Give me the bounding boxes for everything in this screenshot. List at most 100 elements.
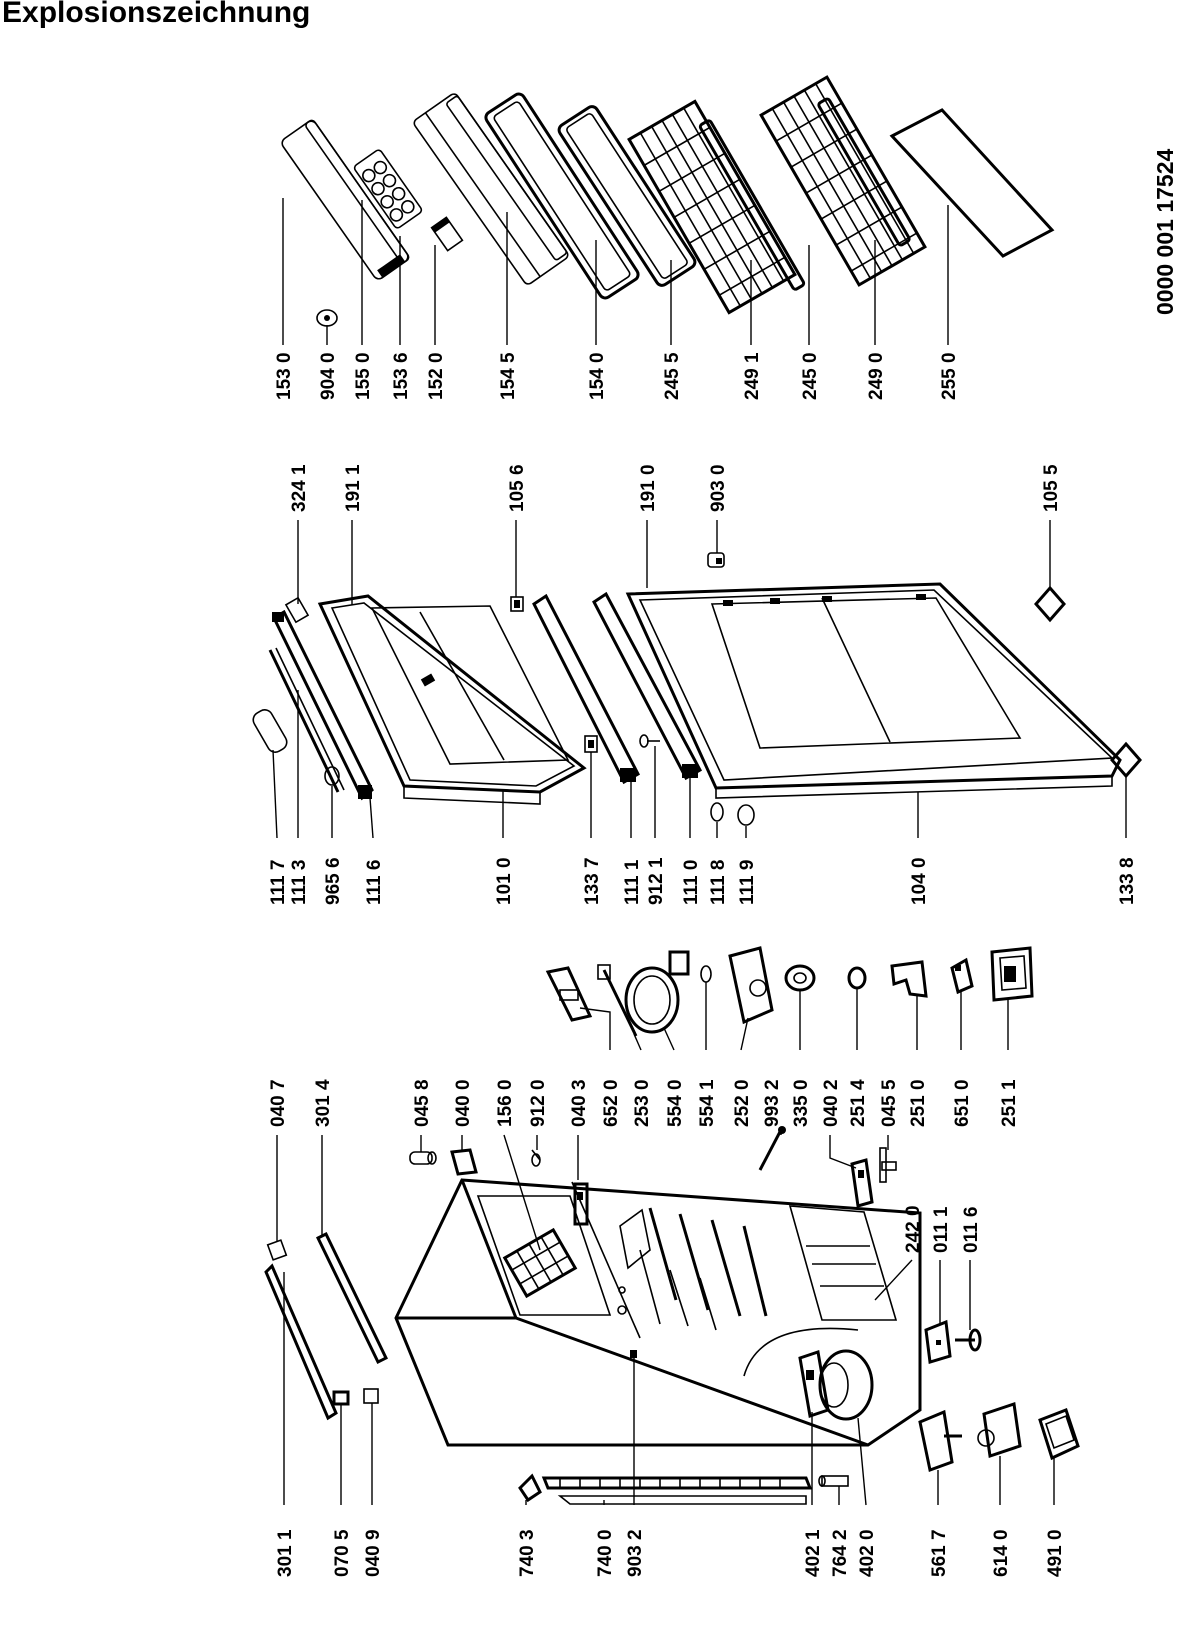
label-155-0: 155 0 [353, 352, 374, 400]
switch-651-0 [950, 957, 974, 995]
starter-614-0 [977, 1402, 1022, 1458]
foot-011-1 [924, 1319, 952, 1364]
shelf-strip-249-1 [698, 119, 806, 291]
door-shelf-154-0 [557, 105, 697, 287]
cabinet-assembly [264, 1126, 982, 1505]
light-box-040-3 [573, 1182, 589, 1226]
cap-111-7 [252, 709, 288, 753]
label-251-0: 251 0 [908, 1079, 929, 1127]
label-253-0: 253 0 [632, 1079, 653, 1127]
label-111-3: 111 3 [289, 860, 310, 905]
strip-301-4 [316, 1231, 388, 1365]
label-191-1: 191 1 [343, 464, 364, 512]
screw-912-0 [531, 1149, 541, 1167]
label-191-0: 191 0 [638, 464, 659, 512]
label-554-1: 554 1 [697, 1079, 718, 1127]
plug-111-8 [710, 802, 724, 822]
label-011-1: 011 1 [931, 1206, 952, 1253]
label-070-5: 070 5 [332, 1529, 353, 1577]
label-740-3: 740 3 [517, 1529, 538, 1577]
bracket-251-0 [890, 960, 928, 998]
label-903-2: 903 2 [625, 1529, 646, 1577]
hinge-cover-133-8 [1110, 741, 1142, 779]
label-111-6: 111 6 [364, 860, 385, 905]
condenser-740-0 [541, 1476, 813, 1505]
block-040-7 [266, 1239, 288, 1261]
handle-111-6 [272, 609, 374, 801]
label-912-0: 912 0 [528, 1079, 549, 1127]
screw-912-1 [639, 734, 660, 748]
electrical-parts [545, 946, 1080, 1473]
strip-111-3 [268, 649, 340, 793]
label-154-5: 154 5 [498, 352, 519, 400]
cable-993-2 [758, 1127, 784, 1171]
cabinet-body [394, 1178, 922, 1447]
page-title: Explosionszeichnung [2, 0, 311, 29]
label-903-0: 903 0 [708, 464, 729, 512]
part-070-5 [332, 1390, 350, 1406]
bulb-554-1 [700, 965, 712, 983]
label-652-0: 652 0 [601, 1079, 622, 1127]
label-251-1: 251 1 [999, 1079, 1020, 1127]
pin-045-5 [879, 1147, 897, 1183]
label-245-5: 245 5 [662, 352, 683, 400]
label-965-6: 965 6 [323, 857, 344, 905]
door-shelf-152-0 [413, 93, 569, 285]
glass-plate-255-0 [889, 108, 1055, 258]
label-614-0: 614 0 [991, 1529, 1012, 1577]
connector-561-7 [918, 1409, 962, 1473]
bracket-040-2 [850, 1158, 874, 1208]
label-245-0: 245 0 [800, 352, 821, 400]
label-554-0: 554 0 [665, 1079, 686, 1127]
thermostat-652-0 [545, 966, 593, 1022]
wire-shelf-245-5 [627, 99, 797, 315]
hinge-105-5 [1034, 585, 1066, 623]
evaporator-156-0 [502, 1227, 578, 1299]
label-111-1: 111 1 [622, 859, 643, 905]
document-number: 0000 001 17524 [1152, 149, 1178, 315]
label-324-1: 324 1 [289, 464, 310, 512]
label-101-0: 101 0 [494, 857, 515, 905]
label-152-0: 152 0 [426, 352, 447, 400]
egg-tray-155-0 [353, 149, 423, 229]
label-252-0: 252 0 [732, 1079, 753, 1127]
label-104-0: 104 0 [909, 857, 930, 905]
axle-253-0 [597, 964, 638, 1037]
part-labels: 153 0 904 0 155 0 153 6 152 0 154 5 154 … [268, 352, 1138, 1577]
label-912-1: 912 1 [646, 857, 667, 905]
knob-904-0 [316, 309, 338, 327]
clip-903-0 [707, 552, 725, 568]
lamp-cover-554-0 [624, 950, 690, 1034]
label-301-4: 301 4 [313, 1079, 334, 1127]
label-764-2: 764 2 [830, 1529, 851, 1577]
housing-252-0 [728, 946, 774, 1025]
ring-251-4 [847, 966, 867, 990]
hinge-105-6 [510, 596, 524, 612]
cylinder-764-2 [818, 1475, 849, 1487]
foot-011-6 [955, 1328, 982, 1352]
label-335-0: 335 0 [791, 1079, 812, 1127]
shelf-strip-249-0 [817, 97, 911, 247]
label-651-0: 651 0 [952, 1079, 973, 1127]
label-402-1: 402 1 [803, 1529, 824, 1577]
label-993-2: 993 2 [762, 1079, 783, 1127]
label-040-3: 040 3 [569, 1079, 590, 1127]
freezer-door-101-0 [317, 594, 587, 805]
leader-lines [272, 198, 1127, 1506]
strip-324-1 [284, 596, 310, 624]
clip-740-3 [518, 1473, 542, 1503]
label-045-8: 045 8 [412, 1079, 433, 1127]
hinge-cover-133-7 [584, 735, 598, 753]
door-assemblies [252, 552, 1142, 826]
label-249-0: 249 0 [866, 352, 887, 400]
label-040-2: 040 2 [821, 1079, 842, 1127]
cylinder-045-8 [409, 1151, 437, 1165]
label-402-0: 402 0 [857, 1529, 878, 1577]
part-040-9 [363, 1388, 379, 1404]
label-156-0: 156 0 [495, 1079, 516, 1127]
relay-402-1 [798, 1350, 830, 1418]
bracket-040-0 [450, 1148, 478, 1176]
label-133-8: 133 8 [1117, 857, 1138, 905]
label-249-1: 249 1 [742, 352, 763, 400]
label-301-1: 301 1 [275, 1529, 296, 1577]
